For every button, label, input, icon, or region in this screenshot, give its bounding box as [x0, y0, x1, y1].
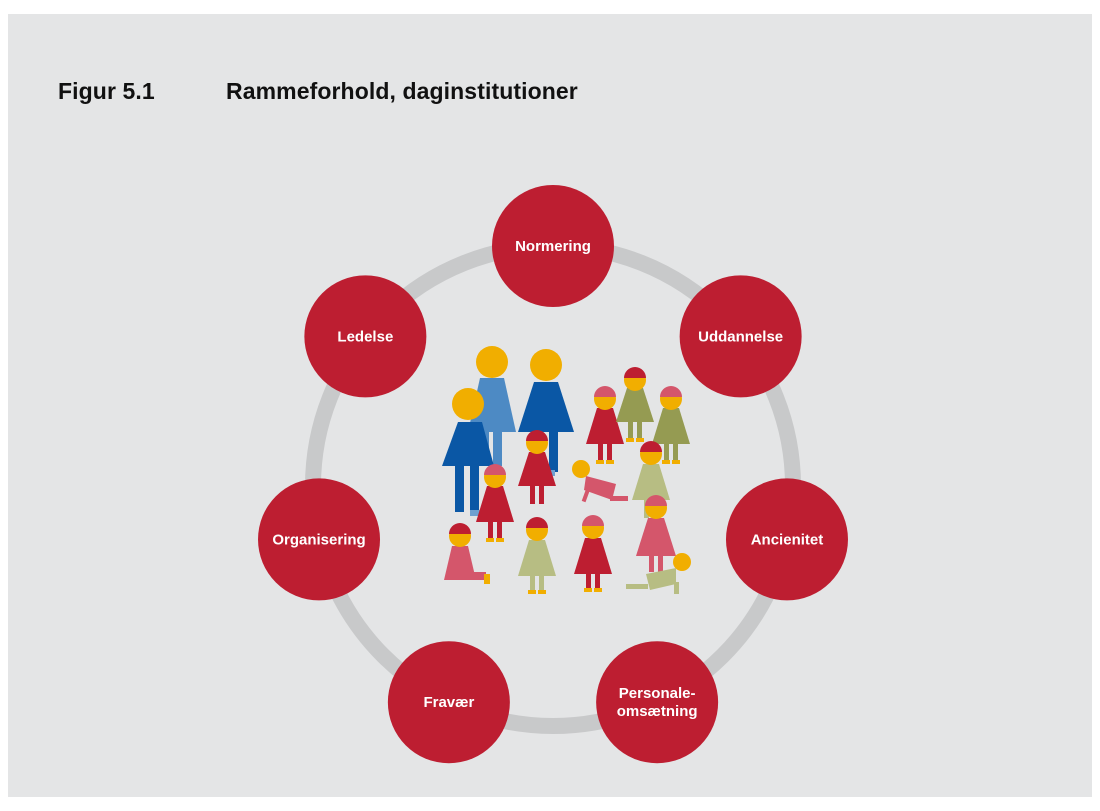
- node-label: Organisering: [272, 531, 365, 548]
- figure-title: Figur 5.1 Rammeforhold, daginstitutioner: [58, 78, 578, 105]
- child-figure: [572, 460, 628, 503]
- node-circle: [492, 185, 614, 307]
- child-figure: [636, 495, 676, 572]
- node-fravaer: Fravær: [387, 641, 510, 764]
- child-figure: [652, 386, 690, 464]
- node-label: Fravær: [423, 694, 474, 711]
- child-figure: [626, 553, 691, 594]
- node-label: Ancienitet: [751, 531, 824, 548]
- node-organisering: Organisering: [258, 478, 381, 601]
- node-label: Ledelse: [337, 328, 393, 345]
- node-personaleomsaetning: Personale-omsætning: [596, 641, 719, 764]
- child-figure: [586, 386, 624, 464]
- node-ledelse: Ledelse: [304, 275, 427, 398]
- node-circle: [679, 275, 802, 398]
- node-label: Normering: [515, 238, 591, 255]
- node-group: NormeringUddannelseAncienitetPersonale-o…: [258, 185, 848, 764]
- figure-number: Figur 5.1: [58, 78, 155, 104]
- adult-figure: [442, 388, 494, 516]
- node-label: Personale-: [619, 685, 696, 702]
- child-figure: [476, 464, 514, 542]
- figure-title-text: Rammeforhold, daginstitutioner: [226, 78, 578, 104]
- node-label: omsætning: [617, 703, 698, 720]
- node-normering: Normering: [492, 185, 614, 307]
- node-circle: [304, 275, 427, 398]
- people-group-icon: [442, 346, 691, 594]
- child-figure: [518, 430, 556, 504]
- child-figure: [518, 517, 556, 594]
- node-label: Uddannelse: [698, 328, 783, 345]
- node-circle: [258, 478, 381, 601]
- child-figure: [574, 515, 612, 592]
- child-figure: [444, 523, 490, 584]
- node-ancienitet: Ancienitet: [725, 478, 848, 601]
- node-uddannelse: Uddannelse: [679, 275, 802, 398]
- adult-figure: [468, 346, 516, 466]
- node-circle: [725, 478, 848, 601]
- child-figure: [616, 367, 654, 442]
- node-circle: [596, 641, 719, 764]
- node-circle: [387, 641, 510, 764]
